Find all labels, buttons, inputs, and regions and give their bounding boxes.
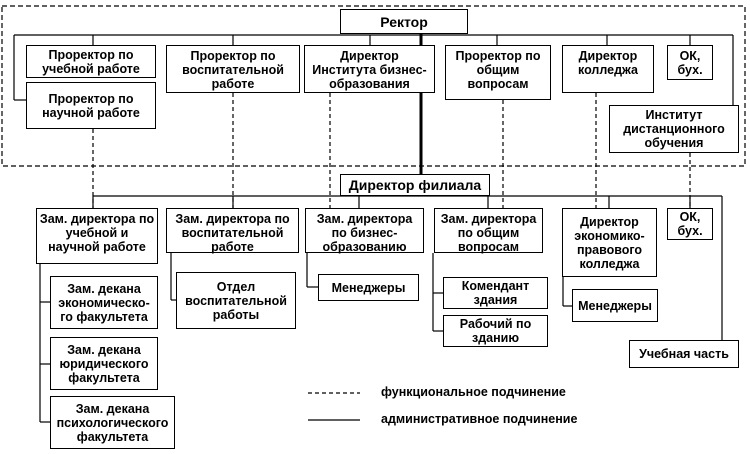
branch-director-box: Директор филиала <box>340 174 490 196</box>
director-econ-law-college-box: Директор экономико-правового колледжа <box>562 208 657 277</box>
university-frame <box>1 5 746 167</box>
ok-buh-bottom-box: ОК, бух. <box>667 208 713 240</box>
prorector-study-box: Проректор по учебной работе <box>26 45 156 78</box>
ok-buh-top-box: ОК, бух. <box>667 45 713 80</box>
dean-law-box: Зам. декана юридического факультета <box>50 337 158 390</box>
prorector-science-box: Проректор по научной работе <box>26 82 156 129</box>
academic-unit-box: Учебная часть <box>629 340 739 368</box>
director-business-institute-box: Директор Института бизнес-образования <box>304 45 435 93</box>
managers-college-box: Менеджеры <box>572 289 658 322</box>
prorector-general-box: Проректор по общим вопросам <box>445 45 551 100</box>
dean-econ-box: Зам. декана экономическо-го факультета <box>50 276 158 329</box>
dean-psych-box: Зам. декана психологического факультета <box>50 396 175 449</box>
distance-institute-box: Институт дистанционного обучения <box>609 105 739 153</box>
rector-box: Ректор <box>340 9 468 34</box>
commandant-box: Комендант здания <box>443 277 548 309</box>
prorector-education-box: Проректор по воспитательной работе <box>166 45 300 93</box>
deputy-business-box: Зам. директора по бизнес-образованию <box>305 208 424 254</box>
legend-functional-label: функциональное подчинение <box>381 385 566 399</box>
worker-box: Рабочий по зданию <box>443 315 548 347</box>
deputy-study-science-box: Зам. директора по учебной и научной рабо… <box>36 208 158 264</box>
deputy-education-box: Зам. директора по воспитательной работе <box>166 208 299 254</box>
legend-administrative-label: административное подчинение <box>381 412 578 426</box>
managers-business-box: Менеджеры <box>318 274 419 301</box>
education-department-box: Отдел воспитательной работы <box>176 272 296 329</box>
deputy-general-box: Зам. директора по общим вопросам <box>434 208 543 254</box>
director-college-box: Директор колледжа <box>562 45 654 93</box>
